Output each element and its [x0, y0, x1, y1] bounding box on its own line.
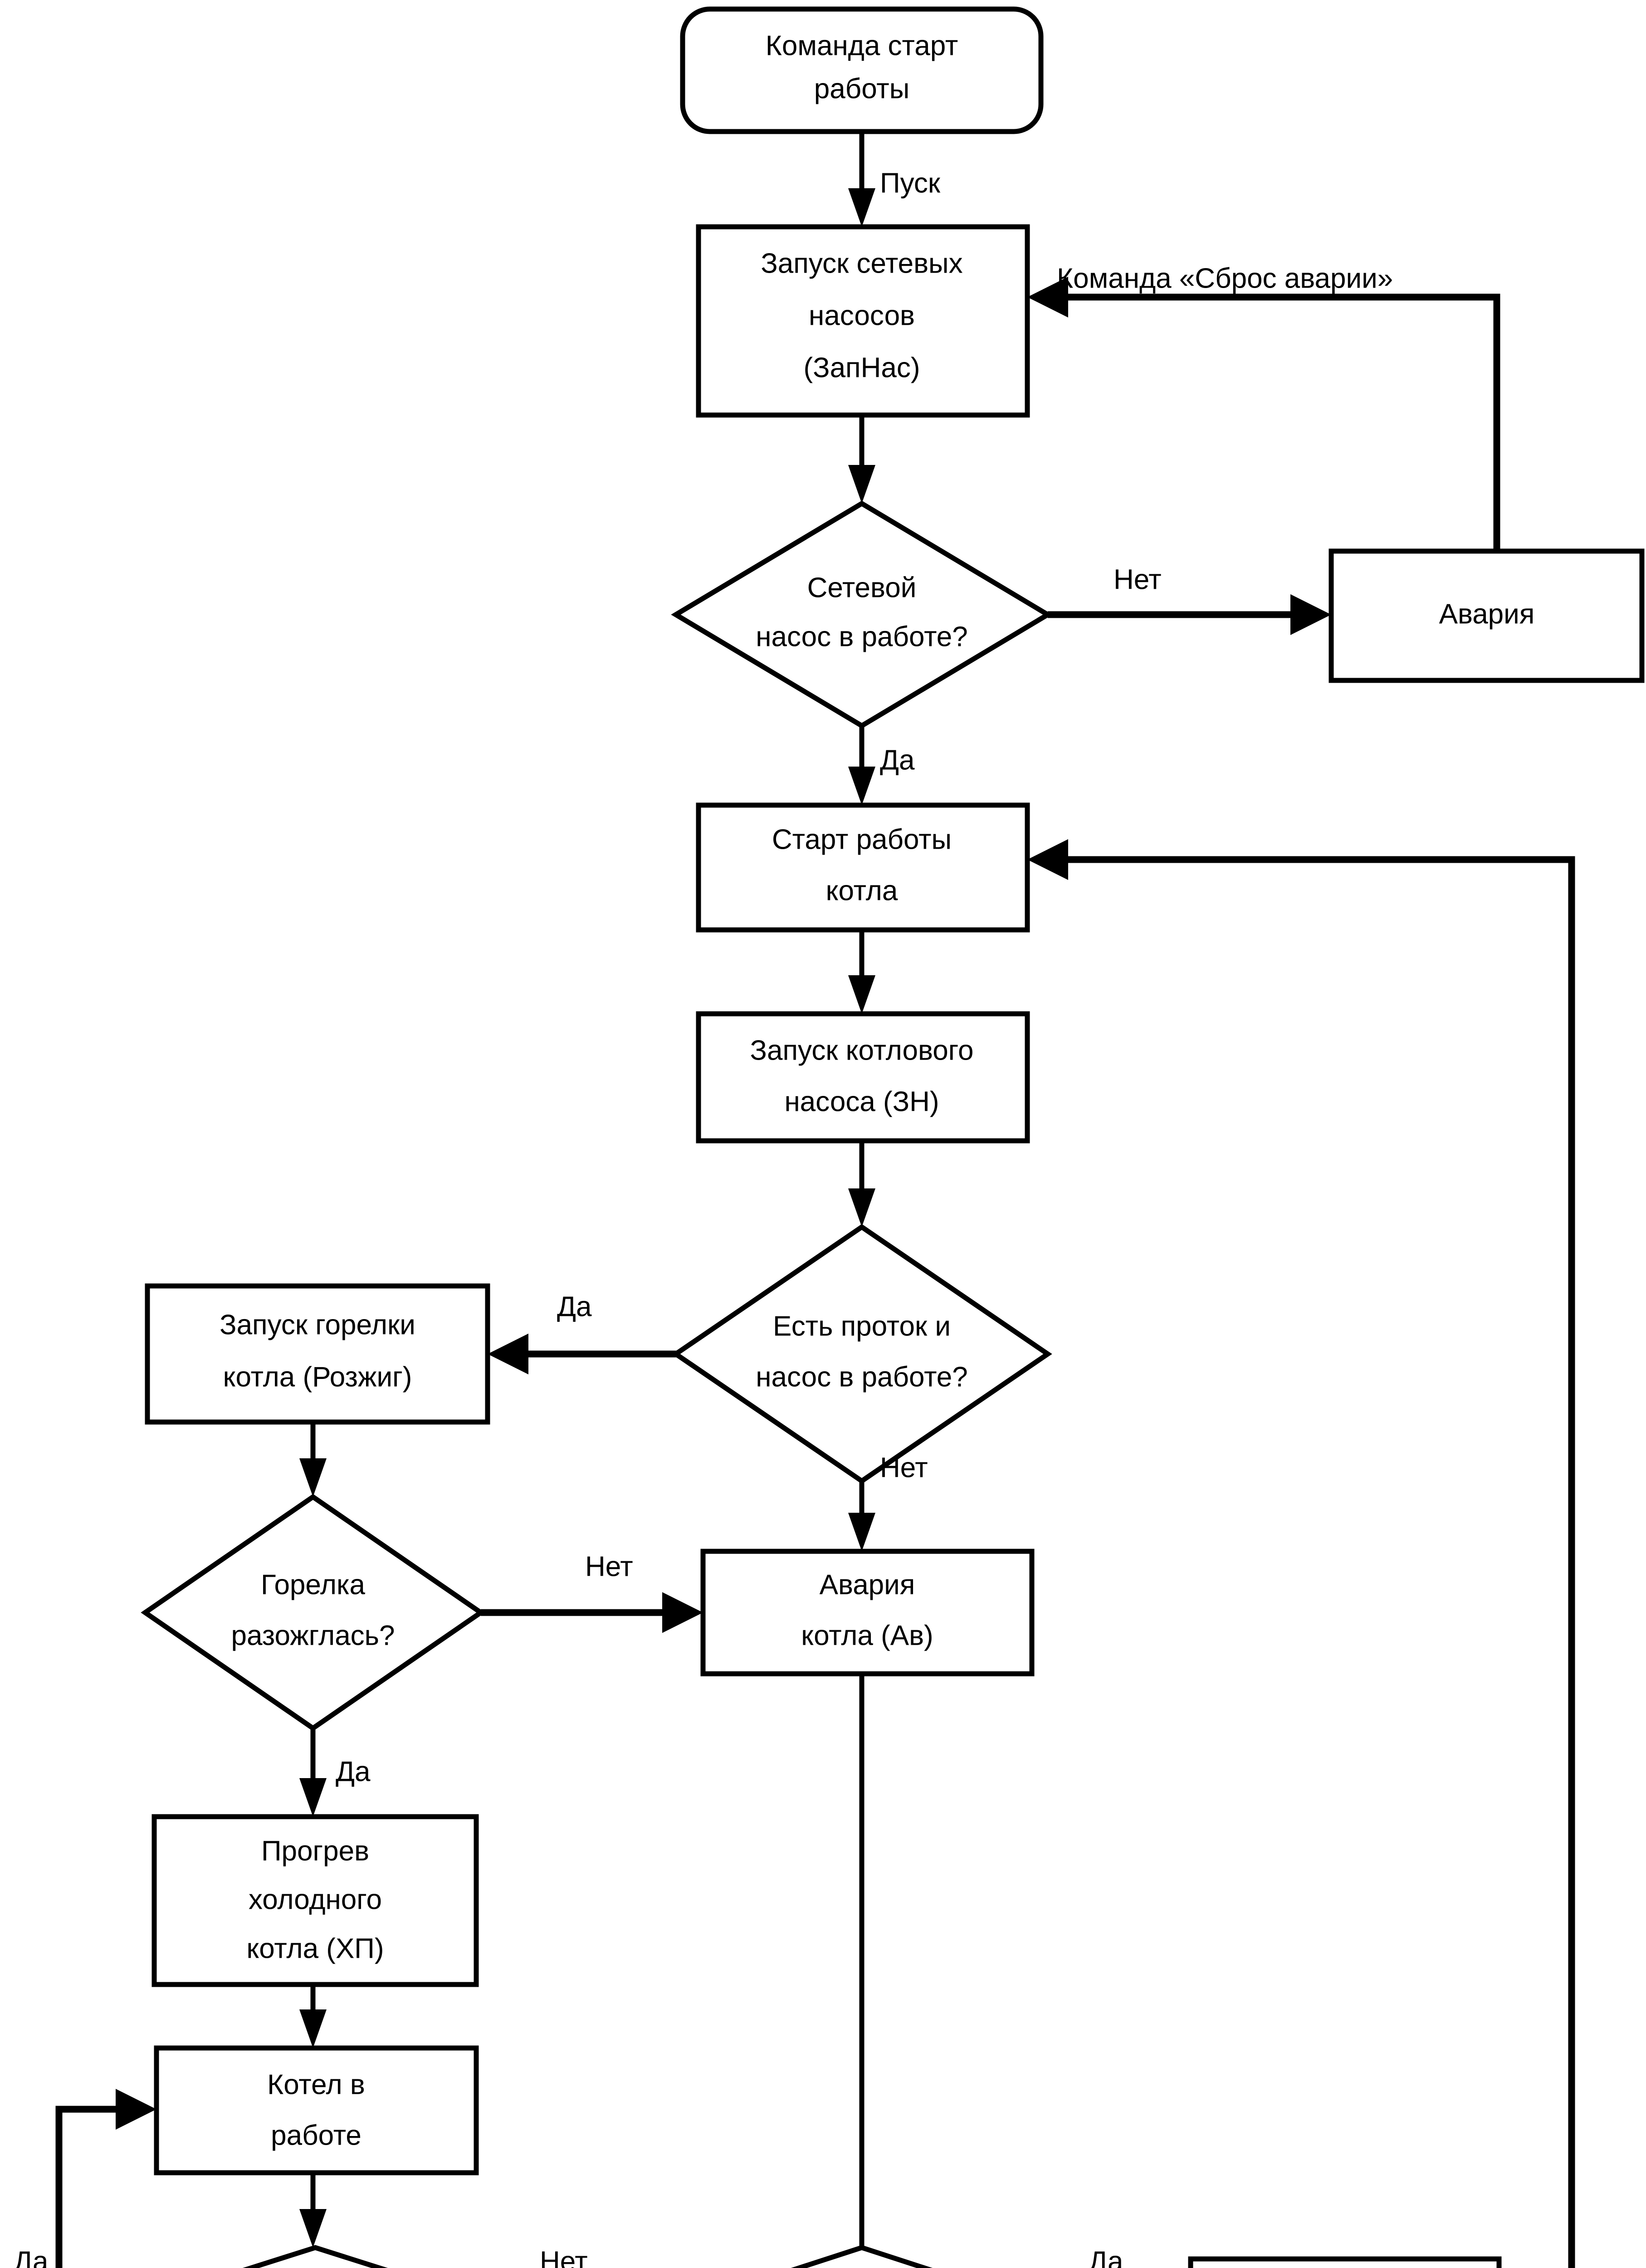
node-boiler-run[interactable]: Котел в работе — [154, 2045, 479, 2175]
node-net-pumps[interactable]: Запуск сетевых насосов (ЗапНас) — [696, 224, 1030, 418]
node-avaria-line-0: Авария — [1439, 598, 1535, 630]
node-net-pump-question-line-0: Сетевой — [807, 572, 917, 603]
node-net-pump-question-line-1: насос в работе? — [756, 621, 968, 652]
arrowhead-boilerrun-to-heatq — [299, 2209, 327, 2248]
process-shape-boiler-pump — [696, 1011, 1030, 1144]
arrowhead-slavestart-loop-to-boilerstart — [1027, 839, 1068, 880]
edge-label-burner-no: Нет — [585, 1551, 633, 1582]
node-burner-question-line-0: Горелка — [261, 1569, 365, 1600]
decision-shape-flow-question — [671, 1224, 1052, 1484]
node-start-line-0: Команда старт — [766, 30, 958, 61]
node-start-line-1: работы — [814, 73, 910, 104]
arrowhead-heatq-yes-loop-to-boilerrun — [116, 2089, 156, 2130]
arrowhead-warmup-to-boilerrun — [299, 2009, 327, 2048]
arrowhead-burnerq-no-to-boilerfault — [662, 1592, 703, 1633]
node-avaria[interactable]: Авария — [1329, 548, 1645, 683]
process-shape-avaria — [1329, 548, 1645, 683]
node-heat-question[interactable]: Запрос на тепло удовлетворен? — [129, 2245, 501, 2268]
node-cascade-question-line-0: Есть еще — [801, 2264, 923, 2268]
edge-heatq-yes-loop-to-boilerrun — [55, 2106, 120, 2268]
node-boiler-fault-line-0: Авария — [820, 1569, 915, 1600]
node-flow-question-line-0: Есть проток и — [773, 1310, 951, 1342]
terminator-shape-start — [680, 6, 1044, 134]
arrowhead-flowq-yes-to-burnerstart — [488, 1334, 528, 1374]
node-warmup-line-1: холодного — [249, 1884, 382, 1915]
node-boiler-start[interactable]: Старт работы котла — [696, 802, 1030, 933]
arrowhead-start-to-netpumps — [848, 188, 875, 227]
process-shape-warmup — [151, 1814, 479, 1987]
node-flow-question-line-1: насос в работе? — [756, 1361, 968, 1393]
node-net-pumps-line-1: насосов — [809, 300, 915, 331]
node-boiler-fault-line-1: котла (Ав) — [801, 1620, 933, 1651]
edge-label-flow-no: Нет — [880, 1452, 928, 1483]
node-burner-start-line-1: котла (Розжиг) — [223, 1361, 412, 1393]
edge-avaria-reset-to-netpumps — [1064, 293, 1500, 551]
node-slave-start[interactable]: Запуск ведомого котла — [1188, 2256, 1502, 2268]
edge-label-flow-yes: Да — [557, 1291, 592, 1322]
decision-shape-heat-question — [242, 2245, 388, 2268]
arrowhead-boilerstart-to-boilerpump — [848, 975, 875, 1014]
arrowhead-burnerstart-to-burnerq — [299, 1458, 327, 1497]
node-net-pump-question[interactable]: Сетевой насос в работе? — [671, 500, 1053, 729]
node-flow-question[interactable]: Есть проток и насос в работе? — [671, 1224, 1052, 1484]
process-shape-boiler-fault — [700, 1549, 1035, 1677]
edge-label-start-to-pumps: Пуск — [880, 167, 941, 199]
process-shape-slave-start — [1188, 2256, 1502, 2268]
node-boiler-fault[interactable]: Авария котла (Ав) — [700, 1549, 1035, 1677]
node-boiler-pump-line-0: Запуск котлового — [750, 1035, 974, 1066]
node-warmup-line-2: котла (ХП) — [246, 1933, 384, 1964]
node-cascade-question[interactable]: Есть еще котлы в каскаде? — [680, 2245, 1043, 2268]
arrowhead-netpumps-to-netpumpq — [848, 465, 875, 503]
edge-label-fault-reset: Команда «Сброс аварии» — [1057, 263, 1393, 294]
node-warmup-line-0: Прогрев — [261, 1835, 369, 1867]
arrowhead-boilerpump-to-flowq — [848, 1188, 875, 1227]
node-boiler-start-line-0: Старт работы — [772, 824, 952, 855]
process-shape-net-pumps — [696, 224, 1030, 418]
arrowhead-netpumpq-yes-to-boilerstart — [848, 767, 875, 805]
process-shape-boiler-start — [696, 802, 1030, 933]
edge-label-netpump-yes: Да — [880, 744, 915, 776]
node-boiler-run-line-0: Котел в — [267, 2069, 365, 2100]
arrowhead-avaria-reset-to-netpumps — [1027, 277, 1068, 318]
arrowhead-netpumpq-no-to-avaria — [1290, 594, 1331, 635]
node-burner-start[interactable]: Запуск горелки котла (Розжиг) — [145, 1283, 490, 1425]
edge-label-heat-yes: Да — [14, 2246, 49, 2268]
arrowhead-flowq-no-to-boilerfault — [848, 1513, 875, 1551]
node-net-pumps-line-0: Запуск сетевых — [761, 248, 962, 279]
node-boiler-run-line-1: работе — [271, 2120, 361, 2151]
node-boiler-pump-line-1: насоса (ЗН) — [784, 1086, 939, 1117]
decision-shape-burner-question — [141, 1494, 485, 1731]
node-warmup[interactable]: Прогрев холодного котла (ХП) — [151, 1814, 479, 1987]
process-shape-boiler-run — [154, 2045, 479, 2175]
node-boiler-pump[interactable]: Запуск котлового насоса (ЗН) — [696, 1011, 1030, 1144]
node-net-pumps-line-2: (ЗапНас) — [803, 352, 920, 383]
node-heat-question-line-0: Запрос на — [250, 2264, 382, 2268]
process-shape-burner-start — [145, 1283, 490, 1425]
node-boiler-start-line-1: котла — [826, 875, 898, 906]
node-burner-start-line-0: Запуск горелки — [220, 1309, 415, 1340]
arrowhead-burnerq-yes-to-warmup — [299, 1778, 327, 1817]
decision-shape-cascade-question — [791, 2245, 933, 2268]
edge-label-netpump-no: Нет — [1114, 564, 1162, 595]
node-burner-question-line-1: разожглась? — [231, 1620, 395, 1651]
edge-label-burner-yes: Да — [336, 1756, 371, 1787]
edge-slavestart-loop-to-boilerstart — [1064, 856, 1575, 2268]
connectors — [55, 132, 1575, 2268]
edge-label-cascade-yes: Да — [1089, 2246, 1123, 2268]
decision-shape-net-pump-question — [671, 500, 1053, 729]
node-burner-question[interactable]: Горелка разожглась? — [141, 1494, 485, 1731]
node-start[interactable]: Команда старт работы — [680, 6, 1044, 134]
edge-labels: Пуск Команда «Сброс аварии» Нет Да Да Не… — [14, 167, 1393, 2268]
edge-label-heat-no: Нет — [540, 2246, 588, 2268]
